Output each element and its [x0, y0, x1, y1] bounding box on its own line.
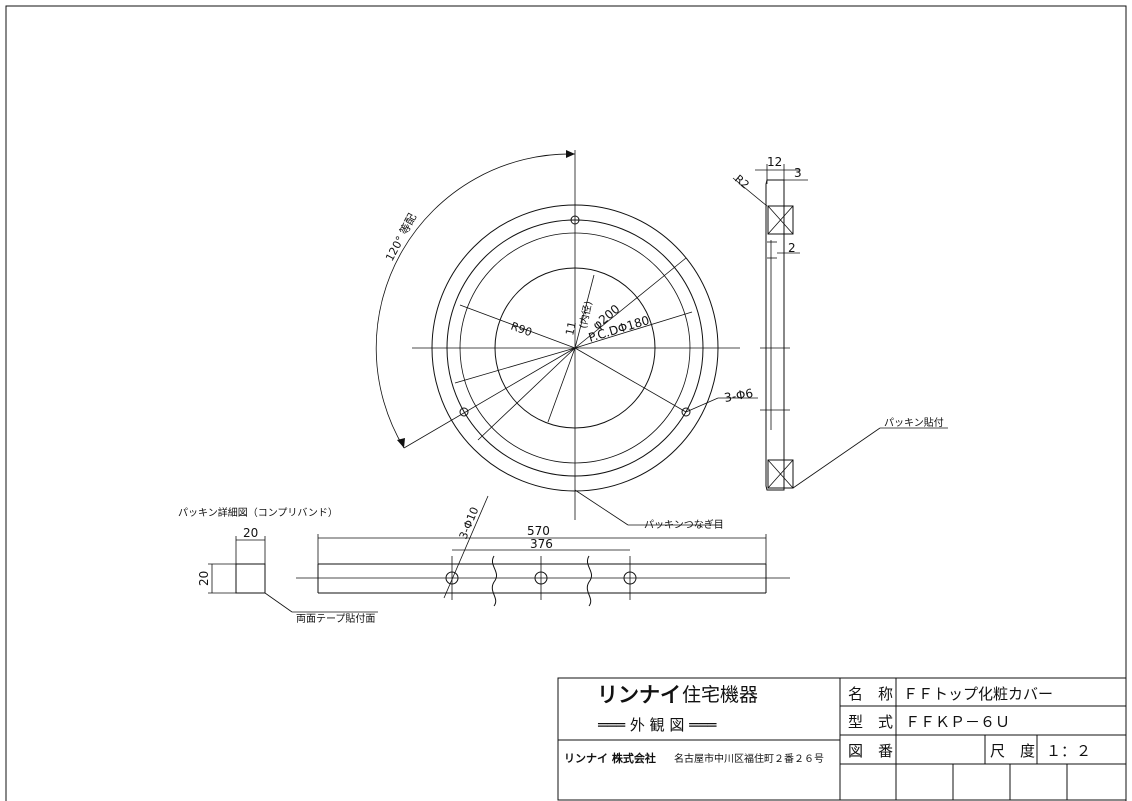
packing-box-top-x2 [767, 205, 794, 235]
dim-line-pcd [574, 311, 693, 349]
label-hole-10: 3-Φ10 [457, 505, 482, 541]
dim-line-inner [574, 274, 595, 349]
packing-box-bottom-x2 [767, 459, 794, 489]
dim-line-200 [574, 257, 687, 349]
joint-leader [574, 489, 629, 526]
dim-line-left [454, 347, 576, 384]
company-address: 名古屋市中川区福住町２番２６号 [674, 752, 824, 765]
side-view: 12 3 R2 2 パッキン貼付 [732, 155, 948, 491]
break-mark-1 [491, 555, 498, 607]
packing-box-bottom [767, 459, 794, 489]
model-value: ＦＦＫＰ－６Ｕ [905, 713, 1010, 731]
label-packing: パッキン貼付 [884, 416, 944, 429]
r2-leader [732, 177, 768, 207]
label-3: 3 [794, 166, 802, 180]
label-tape: 両面テープ貼付面 [296, 612, 375, 625]
tape-leader [264, 592, 293, 613]
label-width: 20 [243, 526, 258, 540]
label-small-dim: 11 [563, 320, 579, 336]
break-mark-2 [586, 555, 593, 607]
name-label: 名 称 [848, 685, 893, 703]
label-r2: R2 [732, 172, 752, 191]
name-value: ＦＦトップ化粧カバー [903, 685, 1053, 703]
brand-sub: 住宅機器 [682, 684, 758, 706]
bolt-hole-top [570, 215, 580, 225]
label-joint: パッキンつなぎ目 [644, 518, 724, 531]
bolt-hole-left [459, 407, 469, 417]
view-type: ═══ 外 観 図 ═══ [597, 716, 717, 734]
label-2: 2 [788, 241, 796, 255]
label-angle: 120° 等配 [382, 211, 419, 263]
drawing-no-label: 図 番 [848, 742, 893, 760]
packing-leader [792, 427, 881, 489]
brand-logo: リンナイ [597, 683, 681, 707]
label-12: 12 [767, 155, 782, 169]
dim-line-120 [403, 347, 576, 449]
arc-arrow-top [566, 150, 575, 158]
label-570: 570 [527, 524, 550, 538]
company-name: リンナイ 株式会社 [564, 751, 656, 765]
angle-arc [375, 153, 576, 449]
label-376: 376 [530, 537, 553, 551]
sheet-border [5, 5, 1127, 801]
model-label: 型 式 [848, 713, 893, 731]
title-block-frame [557, 677, 1127, 801]
dim-line-r90 [459, 304, 576, 349]
front-view: R90 11 (内径) φ200 P.C.DΦ180 3-Φ6 120° 等配 … [375, 150, 758, 531]
outer-circle [431, 204, 719, 492]
dim-line-inner-b [547, 347, 576, 423]
second-circle [446, 219, 704, 477]
scale-value: １：２ [1046, 742, 1091, 760]
packing-box-top [767, 205, 794, 235]
dim-line-hole [574, 347, 687, 413]
hole-leader-strip [443, 495, 489, 599]
arc-arrow-bottom [397, 438, 405, 448]
dim-line-lower [477, 347, 576, 441]
inner-circle [494, 267, 656, 429]
packing-detail: パッキン詳細図（コンプリバンド） 20 20 両面テープ貼付面 [178, 495, 790, 625]
title-block: リンナイ 住宅機器 ═══ 外 観 図 ═══ リンナイ 株式会社 名古屋市中川… [557, 677, 1127, 801]
label-height: 20 [197, 571, 211, 586]
packing-section [235, 563, 266, 594]
label-r90: R90 [509, 320, 534, 340]
hole-leader [685, 397, 719, 413]
label-hole: 3-Φ6 [723, 386, 754, 405]
pcd-circle [459, 232, 691, 464]
bolt-hole-right [681, 407, 691, 417]
packing-detail-title: パッキン詳細図（コンプリバンド） [178, 506, 338, 519]
scale-label: 尺 度 [990, 742, 1035, 760]
